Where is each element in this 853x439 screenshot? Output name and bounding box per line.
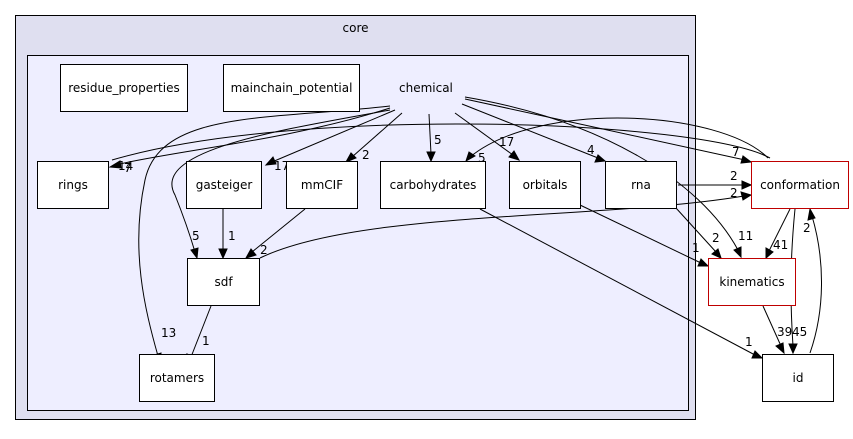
edge-label-chemical-kinematics: 11 — [738, 229, 753, 243]
edge-label-chemical-conformation: 7 — [732, 145, 740, 159]
edge-label-id-conformation: 2 — [803, 221, 811, 235]
node-carbohydrates[interactable]: carbohydrates — [380, 161, 486, 209]
edge-label-sdf-conformation: 2 — [730, 186, 738, 200]
node-kinematics[interactable]: kinematics — [708, 258, 796, 306]
edge-id-conformation — [809, 215, 822, 354]
edge-arrowhead — [697, 258, 710, 267]
edge-arrowhead — [775, 342, 785, 355]
edge-arrowhead — [733, 246, 742, 259]
node-mmcif[interactable]: mmCIF — [286, 161, 358, 209]
node-orbitals[interactable]: orbitals — [509, 161, 581, 209]
node-mainchain-potential[interactable]: mainchain_potential — [223, 64, 360, 112]
edge-conformation-kinematics — [768, 208, 791, 252]
edge-arrowhead — [751, 350, 764, 359]
edge-kinematics-id — [762, 305, 782, 347]
node-rings[interactable]: rings — [37, 161, 109, 209]
edge-arrowhead — [741, 180, 753, 190]
node-conformation[interactable]: conformation — [751, 161, 849, 209]
edge-arrowhead — [765, 247, 774, 260]
edge-label-rna-conformation: 2 — [730, 169, 738, 183]
edge-label-carbohydrates-id: 1 — [745, 335, 753, 349]
node-sdf[interactable]: sdf — [187, 258, 260, 306]
node-chemical[interactable]: chemical — [399, 81, 453, 95]
edge-arrowhead — [740, 155, 753, 164]
node-rna[interactable]: rna — [605, 161, 677, 209]
cluster-core-label: core — [342, 21, 369, 35]
edge-label-rna-kinematics: 2 — [712, 231, 720, 245]
edge-label-conformation-kinematics: 41 — [773, 238, 788, 252]
edge-label-kinematics-id: 39 — [777, 325, 792, 339]
edge-label-conformation-id: 45 — [792, 325, 807, 339]
edge-arrowhead — [711, 248, 722, 259]
node-gasteiger[interactable]: gasteiger — [186, 161, 262, 209]
node-rotamers[interactable]: rotamers — [139, 354, 215, 402]
edge-arrowhead — [740, 191, 753, 201]
node-residue-properties[interactable]: residue_properties — [60, 64, 188, 112]
edge-arrowhead — [788, 343, 798, 355]
edge-arrowhead — [807, 207, 816, 221]
node-id[interactable]: id — [762, 354, 834, 402]
